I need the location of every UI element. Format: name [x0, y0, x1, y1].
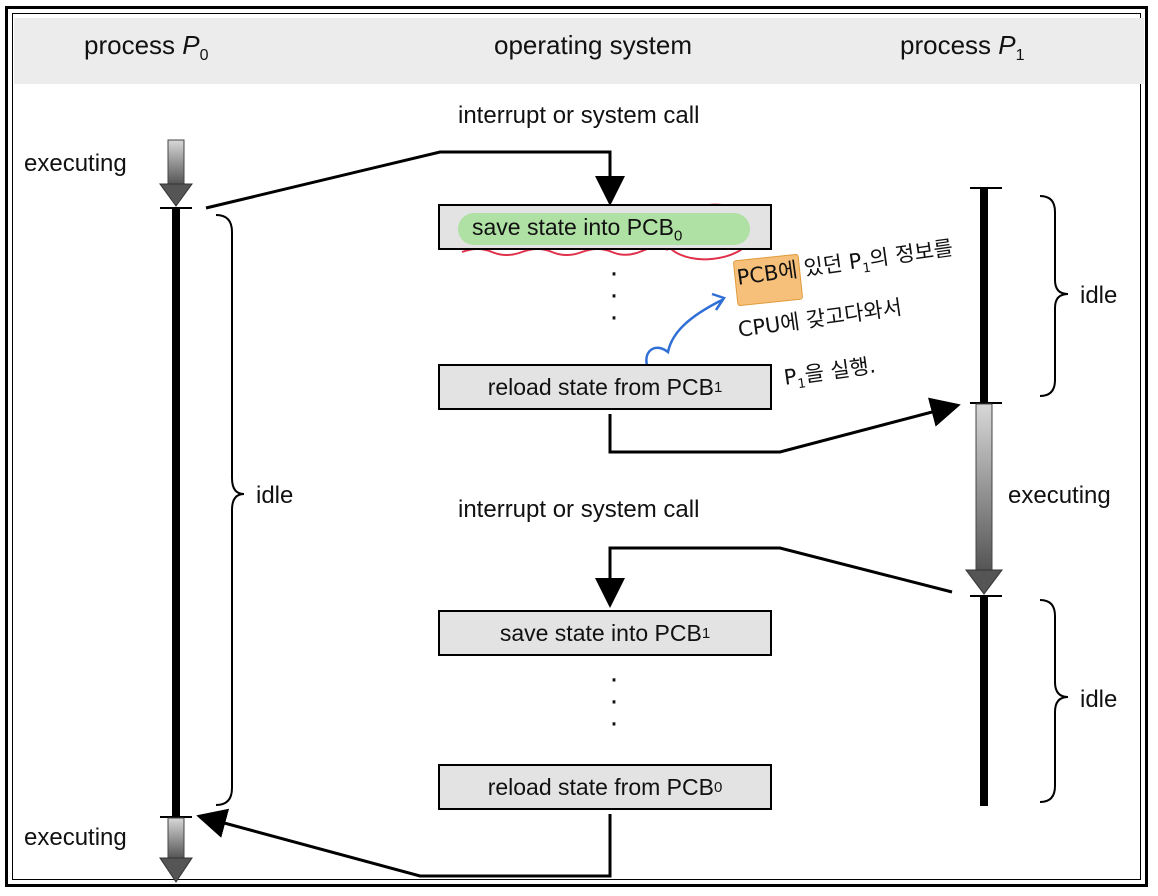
- red-underline-mark: [461, 246, 669, 256]
- p1-executing-arrow: [965, 403, 1003, 595]
- label-interrupt-mid: interrupt or system call: [458, 496, 700, 523]
- arrow-reload-pcb0-to-p0: [196, 808, 612, 878]
- ellipsis-dots-lower: ···: [609, 662, 619, 739]
- arrow-reload-pcb1-to-p1: [608, 397, 961, 454]
- label-p1-idle-top: idle: [1080, 282, 1118, 309]
- header-process-p0: process P0: [84, 30, 209, 65]
- label-p0-idle: idle: [256, 482, 294, 509]
- p0-executing-arrow-bottom: [159, 817, 193, 883]
- p0-idle-line: [172, 208, 180, 816]
- p0-executing-arrow-top: [159, 139, 193, 207]
- label-p1-idle-bottom: idle: [1080, 686, 1118, 713]
- p1-idle-line-top: [980, 188, 988, 402]
- p0-idle-brace: [215, 214, 245, 806]
- header-operating-system: operating system: [494, 30, 692, 60]
- p1-idle-line-bottom: [980, 596, 988, 806]
- p1-idle-brace-top: [1039, 195, 1069, 397]
- arrow-p0-to-save-pcb0: [205, 150, 625, 210]
- blue-pen-arrow: [645, 298, 723, 373]
- p1-idle-brace-bottom: [1039, 599, 1069, 803]
- label-interrupt-top: interrupt or system call: [458, 102, 700, 129]
- label-p1-executing: executing: [1008, 482, 1111, 509]
- ellipsis-dots-upper: ···: [609, 256, 619, 333]
- header-band: [14, 18, 1144, 84]
- box-save-pcb0-text: save state into PCB0: [472, 214, 683, 245]
- green-highlight-mark: [458, 213, 750, 245]
- label-p0-executing-bottom: executing: [24, 824, 127, 851]
- arrow-p1-to-save-pcb1: [595, 546, 953, 608]
- header-process-p1: process P1: [900, 30, 1025, 65]
- label-p0-executing-top: executing: [24, 150, 127, 177]
